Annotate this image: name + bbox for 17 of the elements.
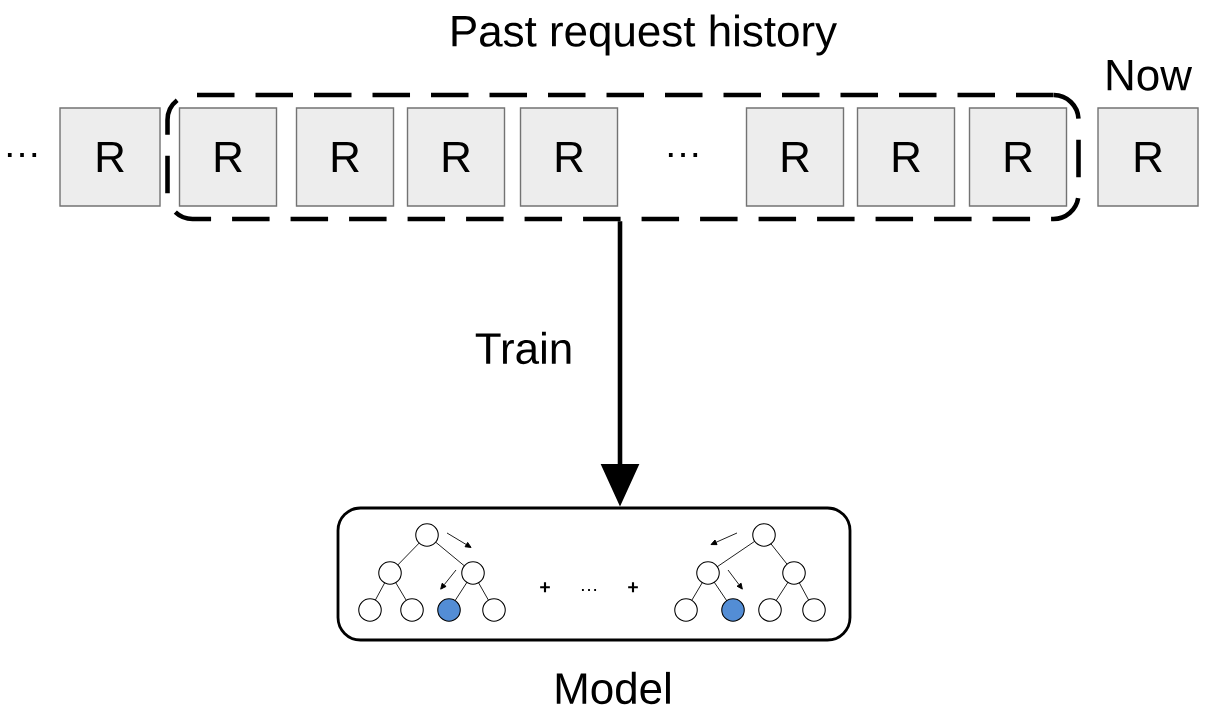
request-box: R xyxy=(1097,107,1199,207)
beside-label: Now xyxy=(1107,60,1193,91)
request-box: R xyxy=(59,107,161,207)
request-box: R xyxy=(745,107,845,207)
ellipsis-label: … xyxy=(581,588,597,592)
request-box: R xyxy=(968,107,1068,207)
request-box: R xyxy=(295,107,395,207)
request-box: R xyxy=(856,107,956,207)
edge-label: Train xyxy=(475,331,571,365)
node-label: Model xyxy=(556,671,670,705)
plus-sign: + xyxy=(540,582,550,593)
request-box: R xyxy=(178,107,278,207)
plus-sign: + xyxy=(628,582,638,593)
request-box: R xyxy=(519,107,619,207)
request-box: R xyxy=(406,107,506,207)
ellipsis-label: … xyxy=(668,152,698,158)
node-label: Past request history xyxy=(452,14,837,56)
